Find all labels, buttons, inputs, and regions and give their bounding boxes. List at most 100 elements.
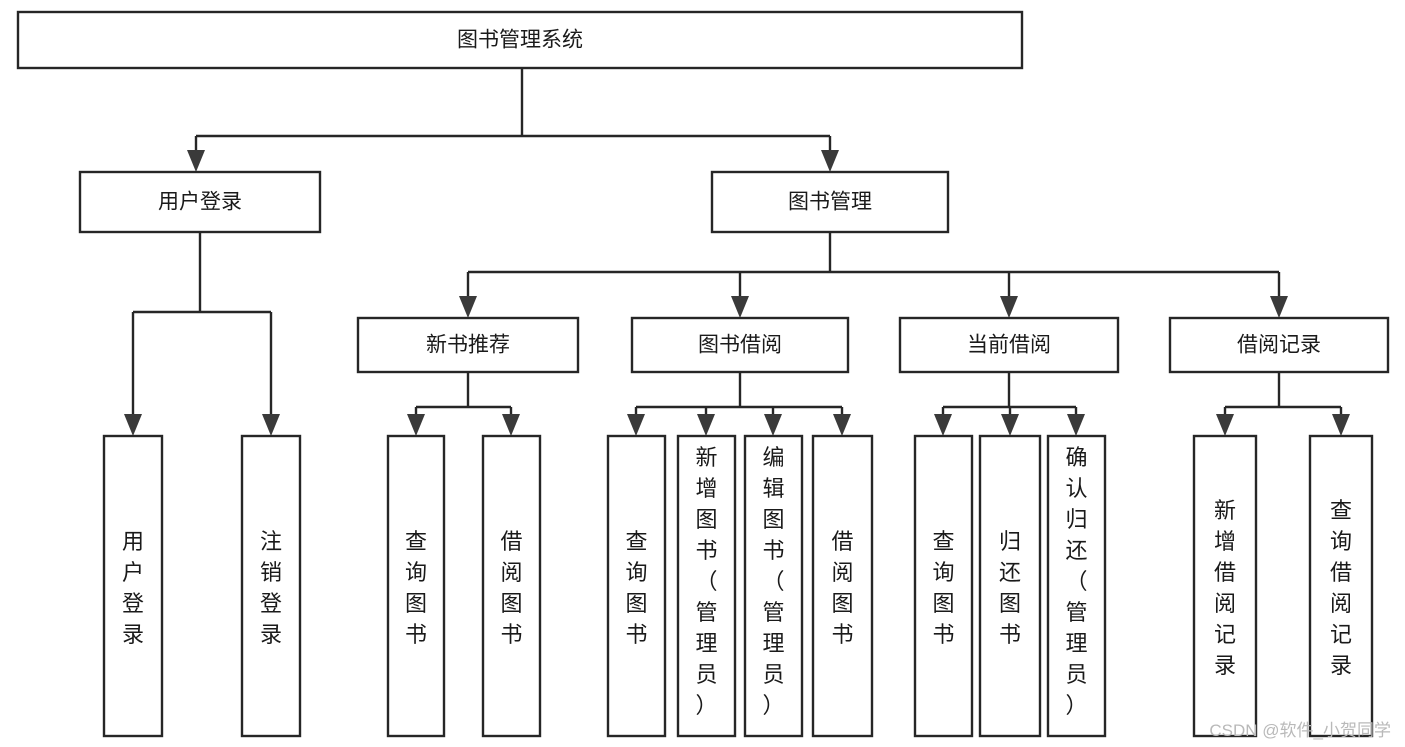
arrow-head-icon xyxy=(459,296,477,318)
node-box xyxy=(481,434,542,738)
node-label-char: （ xyxy=(762,569,784,594)
node-label-char: 阅 xyxy=(500,560,522,585)
node-label: 图书借阅 xyxy=(698,334,782,357)
node-label-char: 记 xyxy=(1330,622,1352,647)
arrow-head-icon xyxy=(627,414,645,436)
node-box xyxy=(898,316,1120,374)
node-label-char: 新 xyxy=(695,445,717,470)
node-leaf-query-book-2[interactable]: 查询图书查询图书 xyxy=(606,434,667,738)
node-layer: 图书管理系统用户登录图书管理新书推荐图书借阅当前借阅借阅记录用户登录用户登录注销… xyxy=(16,10,1390,738)
node-leaf-user-login[interactable]: 用户登录用户登录 xyxy=(102,434,164,738)
arrow-head-icon xyxy=(697,414,715,436)
node-box xyxy=(1308,434,1374,738)
node-box xyxy=(811,434,874,738)
node-user-login[interactable]: 用户登录 xyxy=(78,170,322,234)
node-label-char: 借 xyxy=(1330,560,1352,585)
node-label-char: 员 xyxy=(1065,662,1087,687)
node-borrow-record[interactable]: 借阅记录 xyxy=(1168,316,1390,374)
node-label-char: 员 xyxy=(695,662,717,687)
watermark-text: CSDN @软件_小贺同学 xyxy=(1209,721,1391,740)
node-label-char: ） xyxy=(1065,693,1087,718)
node-label-char: 增 xyxy=(1214,529,1236,554)
node-label-char: 书 xyxy=(695,538,717,563)
arrow-head-icon xyxy=(731,296,749,318)
node-leaf-query-record[interactable]: 查询借阅记录查询借阅记录 xyxy=(1308,434,1374,738)
node-label-char: 登 xyxy=(122,591,144,616)
node-label-char: 登 xyxy=(260,591,282,616)
node-label: 当前借阅 xyxy=(967,334,1051,357)
node-label-char: ） xyxy=(695,693,717,718)
node-box xyxy=(386,434,446,738)
arrow-head-icon xyxy=(821,150,839,172)
node-box xyxy=(16,10,1024,70)
arrow-head-icon xyxy=(833,414,851,436)
node-label-char: 录 xyxy=(122,622,144,647)
node-label-char: 查 xyxy=(1330,498,1352,523)
node-label-char: 新 xyxy=(1214,498,1236,523)
node-leaf-borrow-book-1[interactable]: 借阅图书借阅图书 xyxy=(481,434,542,738)
node-label-char: 图 xyxy=(500,591,522,616)
node-label-char: 询 xyxy=(405,560,427,585)
node-label-char: 还 xyxy=(1065,538,1087,563)
node-label-char: 借 xyxy=(500,529,522,554)
node-leaf-add-record[interactable]: 新增借阅记录新增借阅记录 xyxy=(1192,434,1258,738)
node-label-char: 注 xyxy=(260,529,282,554)
node-label-char: 管 xyxy=(1065,600,1087,625)
node-leaf-return-book[interactable]: 归还图书归还图书 xyxy=(978,434,1042,738)
node-label-char: 记 xyxy=(1214,622,1236,647)
node-label-char: 管 xyxy=(762,600,784,625)
node-book-manage[interactable]: 图书管理 xyxy=(710,170,950,234)
node-label-char: 认 xyxy=(1065,476,1087,501)
node-leaf-query-book-3[interactable]: 查询图书查询图书 xyxy=(913,434,974,738)
node-box xyxy=(978,434,1042,738)
node-label-char: 查 xyxy=(625,529,647,554)
node-label: 图书管理系统 xyxy=(457,29,583,52)
node-root[interactable]: 图书管理系统 xyxy=(16,10,1024,70)
arrow-head-icon xyxy=(1067,414,1085,436)
node-book-borrow[interactable]: 图书借阅 xyxy=(630,316,850,374)
node-leaf-borrow-book-2[interactable]: 借阅图书借阅图书 xyxy=(811,434,874,738)
node-label-char: 询 xyxy=(932,560,954,585)
arrow-head-icon xyxy=(124,414,142,436)
node-box xyxy=(913,434,974,738)
node-label-char: 图 xyxy=(831,591,853,616)
node-label-char: 图 xyxy=(999,591,1021,616)
node-box xyxy=(710,170,950,234)
node-leaf-query-book-1[interactable]: 查询图书查询图书 xyxy=(386,434,446,738)
node-label-char: 图 xyxy=(762,507,784,532)
node-box xyxy=(606,434,667,738)
node-label-char: 销 xyxy=(260,560,282,585)
arrowhead-layer xyxy=(124,150,1350,436)
node-label-char: 户 xyxy=(122,560,144,585)
node-label: 借阅记录 xyxy=(1237,334,1321,357)
node-label-char: 图 xyxy=(405,591,427,616)
arrow-head-icon xyxy=(407,414,425,436)
node-label: 用户登录 xyxy=(158,191,242,214)
node-label-char: 借 xyxy=(831,529,853,554)
node-box xyxy=(78,170,322,234)
node-label-char: 理 xyxy=(695,631,717,656)
node-current-borrow[interactable]: 当前借阅 xyxy=(898,316,1120,374)
node-label-char: 录 xyxy=(1214,653,1236,678)
node-label-char: 归 xyxy=(1065,507,1087,532)
node-label-char: （ xyxy=(695,569,717,594)
node-leaf-logout[interactable]: 注销登录注销登录 xyxy=(240,434,302,738)
node-label-char: 员 xyxy=(762,662,784,687)
arrow-head-icon xyxy=(502,414,520,436)
node-label: 图书管理 xyxy=(788,191,872,214)
node-label-char: 询 xyxy=(1330,529,1352,554)
node-label-char: 管 xyxy=(695,600,717,625)
arrow-head-icon xyxy=(1001,414,1019,436)
node-label-char: 录 xyxy=(1330,653,1352,678)
node-box xyxy=(1192,434,1258,738)
node-label-char: 图 xyxy=(932,591,954,616)
node-label-char: 还 xyxy=(999,560,1021,585)
node-new-book-rec[interactable]: 新书推荐 xyxy=(356,316,580,374)
node-box xyxy=(1168,316,1390,374)
arrow-head-icon xyxy=(1332,414,1350,436)
